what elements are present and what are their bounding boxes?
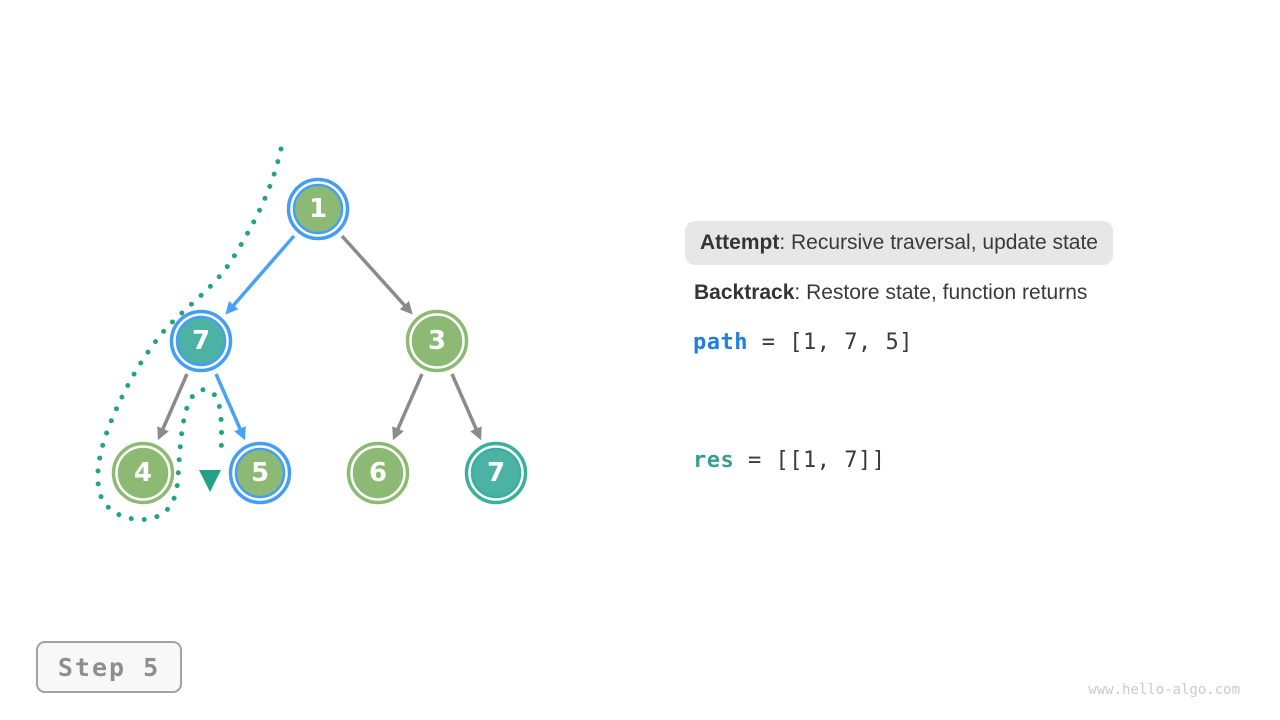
watermark: www.hello-algo.com [1088, 682, 1240, 698]
node-3-label: 3 [428, 326, 446, 356]
backtrack-legend: Backtrack: Restore state, function retur… [694, 281, 1087, 305]
edge-3-6 [392, 373, 424, 441]
path-equals: = [747, 330, 790, 355]
node-6-label: 6 [369, 458, 387, 488]
attempt-legend: Attempt: Recursive traversal, update sta… [685, 221, 1113, 265]
node-5-label: 5 [251, 458, 269, 488]
tree-node-7-left: 7 [169, 309, 233, 373]
res-value: [[1, 7]] [775, 448, 886, 473]
res-equals: = [734, 448, 776, 473]
node-4-label: 4 [134, 458, 152, 488]
edge-1-3 [340, 234, 413, 315]
tree-node-5: 5 [228, 441, 292, 505]
tree-node-7-right: 7 [464, 441, 528, 505]
binary-tree-diagram: 1 7 3 4 5 6 7 [95, 146, 528, 523]
tree-node-6: 6 [346, 441, 410, 505]
edge-7-4 [157, 373, 189, 441]
res-state-line: res = [[1, 7]] [693, 448, 885, 473]
attempt-text: : Recursive traversal, update state [779, 231, 1098, 254]
res-variable: res [693, 448, 735, 473]
backtrack-label: Backtrack [694, 281, 795, 304]
backtrack-text: : Restore state, function returns [794, 281, 1088, 304]
node-1-label: 1 [309, 194, 327, 224]
tree-node-1: 1 [286, 177, 350, 241]
step-badge: Step 5 [36, 641, 182, 693]
trail-arrow-icon [199, 470, 221, 492]
path-variable: path [693, 330, 748, 355]
edge-7-5 [214, 373, 246, 441]
tree-node-3: 3 [405, 309, 469, 373]
edge-3-7 [450, 373, 482, 441]
node-7-right-label: 7 [487, 458, 505, 488]
node-7-left-label: 7 [192, 326, 210, 356]
path-state-line: path = [1, 7, 5] [693, 330, 913, 355]
path-value: [1, 7, 5] [789, 330, 913, 355]
tree-node-4: 4 [111, 441, 175, 505]
edge-1-7 [225, 234, 296, 315]
attempt-label: Attempt [700, 231, 780, 254]
step-badge-label: Step 5 [57, 652, 161, 682]
tree-edges [157, 234, 482, 441]
